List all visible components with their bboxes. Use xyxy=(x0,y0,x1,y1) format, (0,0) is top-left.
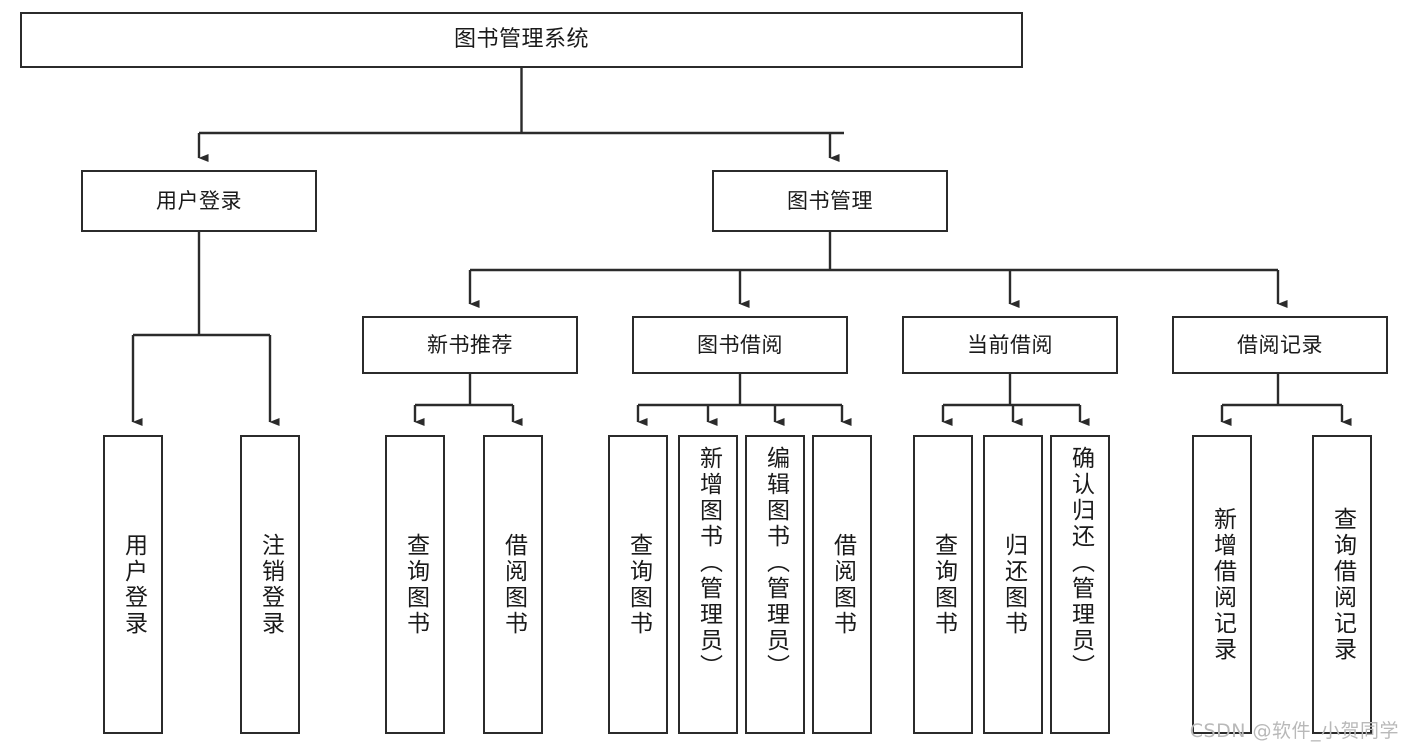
node-leaf-b1[interactable]: 借阅图书 xyxy=(483,435,543,734)
node-newbook[interactable]: 新书推荐 xyxy=(362,316,578,374)
node-record[interactable]: 借阅记录 xyxy=(1172,316,1388,374)
node-label: 图书管理 xyxy=(787,188,873,213)
node-label: 图书管理系统 xyxy=(453,27,589,53)
node-leaf-qrec[interactable]: 查询借阅记录 xyxy=(1312,435,1372,734)
node-root[interactable]: 图书管理系统 xyxy=(20,12,1023,68)
node-leaf-q3[interactable]: 查询图书 xyxy=(913,435,973,734)
node-leaf-logout[interactable]: 注销登录 xyxy=(240,435,300,734)
node-label: 借阅图书 xyxy=(829,532,856,637)
node-label: 确认归还（管理员） xyxy=(1067,446,1094,680)
node-label: 图书借阅 xyxy=(697,332,783,357)
node-label: 查询图书 xyxy=(402,532,429,637)
node-borrow[interactable]: 图书借阅 xyxy=(632,316,848,374)
node-current[interactable]: 当前借阅 xyxy=(902,316,1118,374)
node-label: 新增图书（管理员） xyxy=(695,446,722,680)
node-leaf-confirm[interactable]: 确认归还（管理员） xyxy=(1050,435,1110,734)
node-label: 新书推荐 xyxy=(427,332,513,357)
node-label: 借阅记录 xyxy=(1237,332,1323,357)
node-label: 借阅图书 xyxy=(500,532,527,637)
node-leaf-q2[interactable]: 查询图书 xyxy=(608,435,668,734)
node-leaf-edit[interactable]: 编辑图书（管理员） xyxy=(745,435,805,734)
node-label: 用户登录 xyxy=(156,188,242,213)
node-bookmgmt[interactable]: 图书管理 xyxy=(712,170,948,232)
node-leaf-userlogin[interactable]: 用户登录 xyxy=(103,435,163,734)
node-label: 新增借阅记录 xyxy=(1209,506,1236,663)
watermark: CSDN @软件_小贺同学 xyxy=(1189,720,1399,742)
node-label: 归还图书 xyxy=(1000,532,1027,637)
node-leaf-addrec[interactable]: 新增借阅记录 xyxy=(1192,435,1252,734)
node-label: 查询图书 xyxy=(625,532,652,637)
node-login[interactable]: 用户登录 xyxy=(81,170,317,232)
node-label: 编辑图书（管理员） xyxy=(762,446,789,680)
node-leaf-add[interactable]: 新增图书（管理员） xyxy=(678,435,738,734)
node-leaf-q1[interactable]: 查询图书 xyxy=(385,435,445,734)
node-label: 注销登录 xyxy=(257,532,284,637)
node-leaf-return[interactable]: 归还图书 xyxy=(983,435,1043,734)
node-label: 查询借阅记录 xyxy=(1329,506,1356,663)
node-label: 当前借阅 xyxy=(967,332,1053,357)
node-leaf-b2[interactable]: 借阅图书 xyxy=(812,435,872,734)
node-label: 用户登录 xyxy=(120,532,147,637)
node-label: 查询图书 xyxy=(930,532,957,637)
